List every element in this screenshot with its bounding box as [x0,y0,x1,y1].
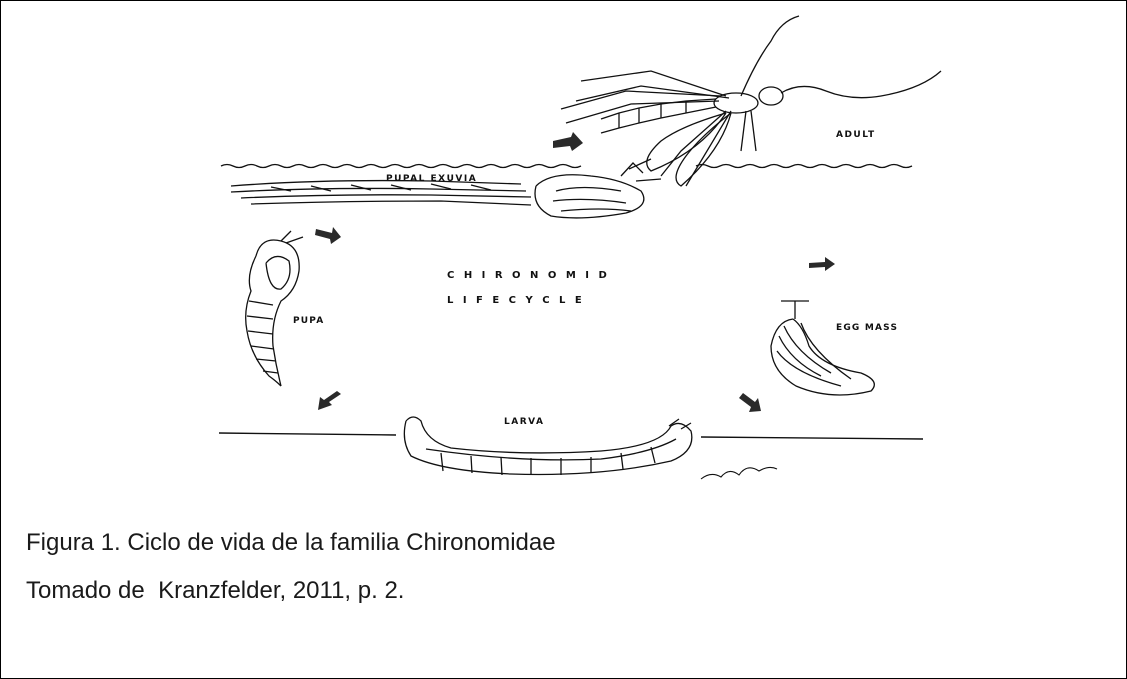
arrow-icon [809,257,835,271]
figure-caption: Figura 1. Ciclo de vida de la familia Ch… [26,529,556,557]
larva-drawing [404,417,692,475]
arrow-icon [315,227,341,244]
water-surface-line-right [696,165,912,168]
arrow-icon [318,391,341,410]
label-pupa: PUPA [293,316,324,326]
water-surface-line [221,165,581,168]
life-cycle-diagram: ADULT PUPAL EXUVIA C H I R O N O M I D L… [181,1,961,501]
label-pupal-exuvia: PUPAL EXUVIA [386,174,477,184]
label-center-line1: C H I R O N O M I D [447,270,610,281]
label-center-line2: L I F E C Y C L E [447,295,585,306]
label-adult: ADULT [836,130,876,140]
label-larva: LARVA [504,417,544,427]
artist-signature [701,467,777,479]
arrow-icon [553,132,583,151]
adult-midge-drawing [561,16,941,186]
arrow-icon [739,393,761,412]
figure-source: Tomado de Kranzfelder, 2011, p. 2. [26,577,404,605]
pupal-exuvia-drawing [231,159,661,218]
egg-mass-drawing [771,301,874,395]
bottom-line-left [219,433,396,435]
label-egg-mass: EGG MASS [836,323,898,333]
pupa-drawing [246,231,303,386]
bottom-line-right [701,437,923,439]
chironomid-life-cycle-figure: ADULT PUPAL EXUVIA C H I R O N O M I D L… [181,1,961,501]
